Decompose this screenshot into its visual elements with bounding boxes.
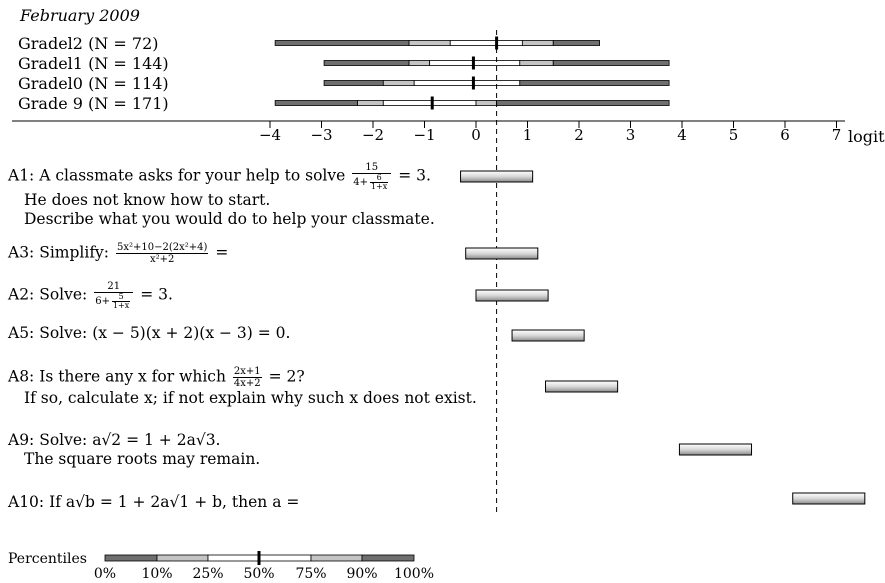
x-tick-label: 7 [831,126,842,144]
group-bar-segment [323,80,384,86]
item-a1-line: Describe what you would do to help your … [24,210,435,228]
x-tick-label: 0 [471,126,481,144]
item-bar-a5 [511,329,585,342]
group-bar-segment [519,80,670,86]
percentile-label: 0% [93,566,117,582]
group-bar-segment [382,80,415,86]
group-label: Grade 9 (N = 171) [18,94,169,113]
group-bar-segment [449,40,497,46]
group-bar-segment [475,100,498,106]
percentile-label: 25% [192,566,224,582]
percentile-legend-bar-segment [310,554,363,562]
item-a9: A9: Solve: a√2 = 1 + 2a√3. The square ro… [8,431,261,468]
item-bar-a2 [475,289,549,302]
x-tick-label: 1 [522,126,533,144]
item-bar-a9 [678,443,753,456]
group-bar-segment [382,100,433,106]
item-bar-a10 [792,492,866,505]
percentiles-title: Percentiles [8,551,87,567]
group-bar-segment [496,100,670,106]
group-label: Gradel1 (N = 144) [18,54,169,73]
percentile-label: 75% [295,566,327,582]
percentile-legend-bar-segment [207,554,260,562]
group-bar-segment [274,100,358,106]
group-bar-segment [552,60,670,66]
item-a1-line: A1: A classmate asks for your help to so… [8,166,346,185]
percentile-legend-bar-segment [156,554,209,562]
group-bar-segment [519,60,554,66]
group-bar-segment [323,60,410,66]
item-bar-a8 [545,380,619,393]
item-a5: A5: Solve: (x − 5)(x + 2)(x − 3) = 0. [8,324,291,342]
x-tick-label: −1 [413,126,436,144]
x-tick-label: −3 [310,126,333,144]
group-bar-segment [274,40,410,46]
group-label: Gradel0 (N = 114) [18,74,169,93]
item-a1: A1: A classmate asks for your help to so… [8,162,435,228]
x-tick-label: 4 [677,126,687,144]
percentile-label: 50% [243,566,275,582]
percentile-label: 100% [393,566,435,582]
chart-title: February 2009 [20,6,140,25]
percentile-label: 10% [141,566,173,582]
group-bar-segment [429,60,474,66]
percentile-legend-bar-segment [361,554,415,562]
percentile-label: 90% [346,566,378,582]
x-tick-label: 5 [728,126,739,144]
group-bar-segment [431,100,477,106]
item-a10: A10: If a√b = 1 + 2a√1 + b, then a = [8,493,300,511]
percentile-legend-bar-segment [104,554,158,562]
group-bar-segment [521,40,554,46]
x-axis-label: logit [848,127,885,146]
x-tick-label: 6 [780,126,790,144]
percentile-legend-bar-segment [258,554,312,562]
group-bar-segment [496,40,523,46]
x-tick-label: 3 [625,126,636,144]
group-bar-segment [413,80,474,86]
group-bar-segment [408,40,451,46]
item-a3: A3: Simplify: 5x²+10−2(2x²+4) x²+2 = [8,242,229,265]
x-tick-label: 2 [574,126,584,144]
group-bar-segment [552,40,600,46]
x-tick-label: −2 [361,126,385,144]
group-bar-segment [357,100,384,106]
item-bar-a1 [460,170,534,183]
item-a8: A8: Is there any x for which 2x+1 4x+2 =… [8,366,477,407]
group-bar-segment [408,60,431,66]
item-a1-line: He does not know how to start. [24,191,271,209]
a3-fraction: 5x²+10−2(2x²+4) x²+2 [115,242,209,265]
group-label: Gradel2 (N = 72) [18,34,159,53]
a8-fraction: 2x+1 4x+2 [232,366,262,389]
x-tick-label: −4 [258,126,282,144]
item-bar-a3 [465,247,539,260]
